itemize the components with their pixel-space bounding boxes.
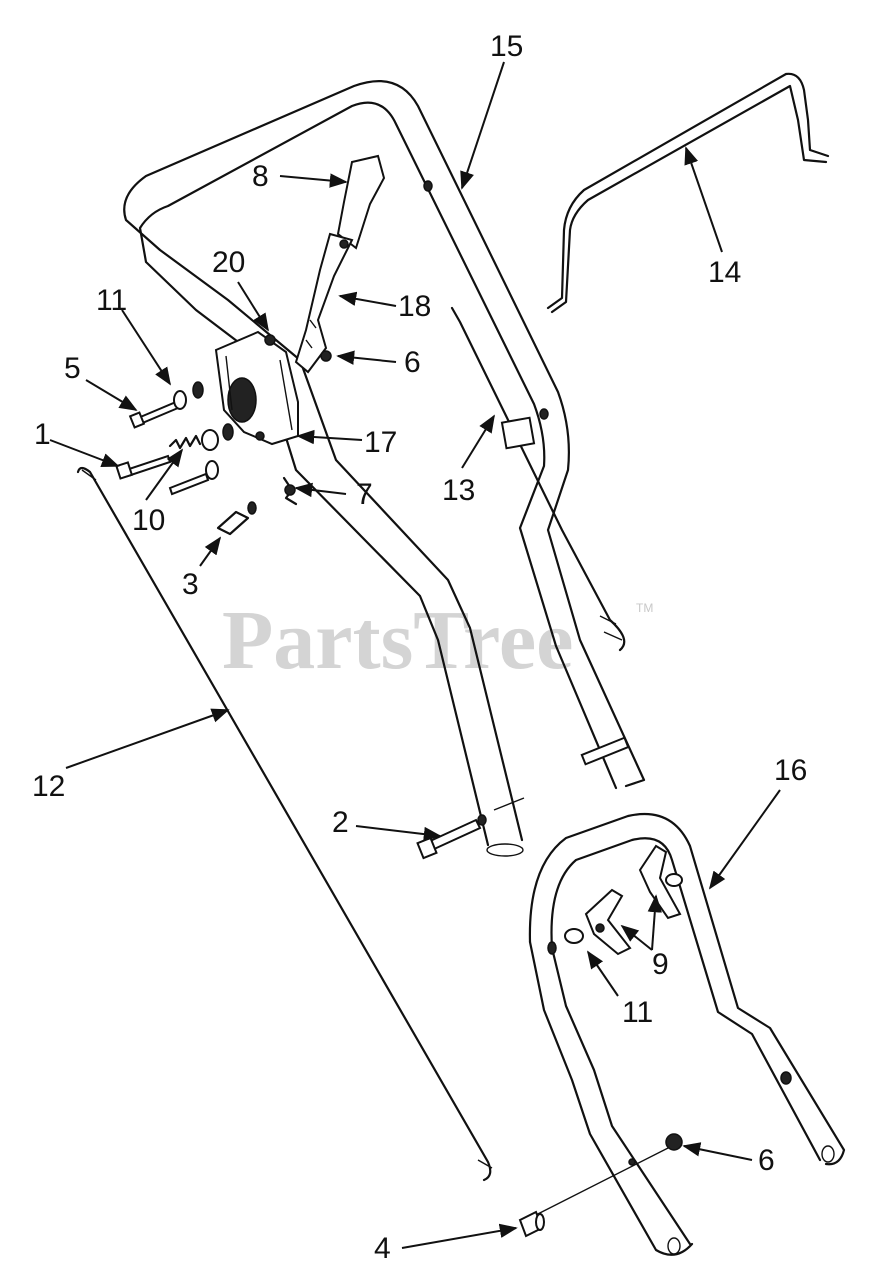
callout-8: 8 (252, 160, 269, 193)
drive-cable-part (76, 466, 493, 1182)
callout-11a: 11 (96, 284, 127, 317)
callout-5: 5 (64, 352, 81, 385)
callout-12: 12 (32, 770, 65, 803)
callout-labels: 15 8 20 18 6 17 7 11 5 1 10 3 12 13 14 2… (32, 30, 807, 1265)
handle-bolt-part (416, 818, 482, 860)
wing-knob-parts (564, 844, 683, 956)
callout-6a: 6 (404, 346, 421, 379)
lower-hardware-parts (518, 1133, 683, 1238)
callout-17: 17 (364, 426, 397, 459)
watermark-text: PartsTree (222, 594, 573, 687)
callout-13: 13 (442, 474, 475, 507)
callout-9: 9 (652, 948, 669, 981)
left-hardware-parts (115, 350, 332, 536)
control-lever-part (294, 154, 386, 374)
callout-18: 18 (398, 290, 431, 323)
control-cable-part (450, 306, 626, 652)
callout-10: 10 (132, 504, 165, 537)
callout-11b: 11 (622, 996, 653, 1029)
callout-1: 1 (34, 418, 51, 451)
callout-2: 2 (332, 806, 349, 839)
callout-6b: 6 (758, 1144, 775, 1177)
lower-handle-part (528, 812, 846, 1256)
leader-lines (49, 61, 781, 1249)
callout-20: 20 (212, 246, 245, 279)
callout-7: 7 (356, 478, 373, 511)
callout-15: 15 (490, 30, 523, 63)
upper-handle-part (123, 79, 646, 857)
callout-14: 14 (708, 256, 741, 289)
callout-4: 4 (374, 1232, 391, 1265)
bail-wire-part (546, 72, 830, 314)
callout-3: 3 (182, 568, 199, 601)
watermark-trademark: TM (636, 601, 653, 615)
callout-16: 16 (774, 754, 807, 787)
